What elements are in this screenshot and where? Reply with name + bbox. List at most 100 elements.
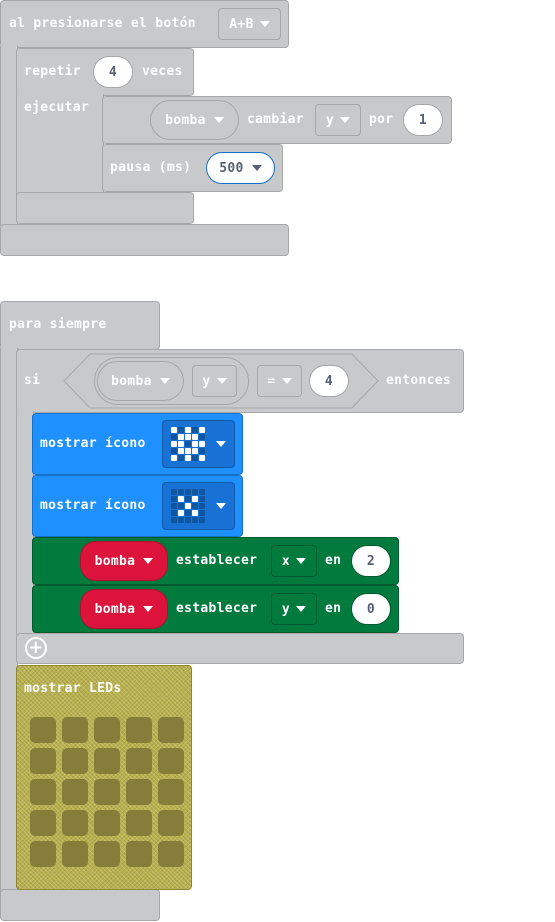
- icon-led: [171, 455, 177, 461]
- icon-led: [192, 489, 198, 495]
- icon-led: [185, 517, 191, 523]
- repeat-count-input[interactable]: 4: [93, 56, 133, 88]
- led-cell[interactable]: [94, 841, 120, 867]
- cond-sprite-dropdown[interactable]: bomba: [97, 361, 184, 401]
- icon-led: [178, 434, 184, 440]
- compare-operator-dropdown[interactable]: =: [257, 365, 302, 397]
- icon-led: [171, 489, 177, 495]
- set1-property-dropdown[interactable]: x: [271, 545, 317, 577]
- led-cell[interactable]: [62, 748, 88, 774]
- icon-led: [192, 496, 198, 502]
- led-cell[interactable]: [94, 717, 120, 743]
- set2-label: establecer: [176, 601, 258, 616]
- icon-led: [171, 503, 177, 509]
- chevron-down-icon: [296, 606, 307, 612]
- icon-led: [199, 455, 205, 461]
- led-cell[interactable]: [30, 841, 56, 867]
- change-property-dropdown[interactable]: y: [315, 104, 361, 136]
- set2-in-label: en: [325, 601, 342, 616]
- icon-led: [185, 434, 191, 440]
- set2-value-input[interactable]: 0: [351, 593, 391, 625]
- icon-preview-1: [171, 427, 205, 461]
- chevron-down-icon: [143, 558, 154, 564]
- icon-led: [199, 517, 205, 523]
- add-else-plus-icon[interactable]: +: [25, 637, 47, 659]
- show-icon-label-2: mostrar ícono: [40, 498, 146, 513]
- led-cell[interactable]: [126, 717, 152, 743]
- chevron-down-icon: [216, 503, 226, 509]
- set2-property-dropdown[interactable]: y: [271, 593, 317, 625]
- do-label: ejecutar: [24, 100, 90, 115]
- icon-led: [178, 441, 184, 447]
- icon-led: [178, 489, 184, 495]
- icon-led: [185, 427, 191, 433]
- icon-led: [171, 434, 177, 440]
- led-cell[interactable]: [62, 779, 88, 805]
- cond-property-dropdown[interactable]: y: [192, 365, 237, 397]
- set1-sprite-variable[interactable]: bomba: [80, 541, 168, 581]
- set2-sprite-variable[interactable]: bomba: [80, 589, 168, 629]
- pause-duration-dropdown[interactable]: 500: [206, 152, 275, 184]
- led-cell[interactable]: [158, 748, 184, 774]
- chevron-down-icon: [259, 21, 270, 27]
- icon-led: [178, 448, 184, 454]
- icon-led: [192, 427, 198, 433]
- if-label: si: [24, 373, 41, 388]
- icon-led: [199, 510, 205, 516]
- button-select-dropdown[interactable]: A+B: [218, 8, 281, 40]
- forever-block[interactable]: [0, 301, 160, 350]
- icon-led: [178, 503, 184, 509]
- icon-led: [192, 434, 198, 440]
- set1-in-label: en: [325, 553, 342, 568]
- led-cell[interactable]: [126, 810, 152, 836]
- led-cell[interactable]: [158, 779, 184, 805]
- icon-led: [192, 510, 198, 516]
- led-cell[interactable]: [126, 748, 152, 774]
- icon-led: [199, 434, 205, 440]
- change-label: cambiar: [247, 112, 304, 127]
- show-leds-label: mostrar LEDs: [24, 681, 122, 696]
- led-cell[interactable]: [158, 717, 184, 743]
- chevron-down-icon: [216, 378, 227, 384]
- chevron-down-icon: [159, 378, 170, 384]
- led-cell[interactable]: [158, 841, 184, 867]
- change-amount-input[interactable]: 1: [403, 104, 443, 136]
- icon-led: [171, 441, 177, 447]
- icon-led: [178, 496, 184, 502]
- sprite-variable-dropdown[interactable]: bomba: [150, 100, 239, 140]
- led-cell[interactable]: [94, 810, 120, 836]
- led-cell[interactable]: [30, 717, 56, 743]
- icon-led: [199, 448, 205, 454]
- led-cell[interactable]: [30, 779, 56, 805]
- icon-led: [199, 441, 205, 447]
- led-cell[interactable]: [126, 779, 152, 805]
- icon-led: [171, 517, 177, 523]
- icon-led: [171, 448, 177, 454]
- led-cell[interactable]: [158, 810, 184, 836]
- if-footer: [16, 633, 464, 664]
- by-label: por: [369, 112, 394, 127]
- repeat-spine: [16, 94, 104, 200]
- chevron-down-icon: [296, 558, 307, 564]
- icon-picker-1[interactable]: [162, 420, 235, 468]
- led-cell[interactable]: [62, 810, 88, 836]
- repeat-footer: [16, 192, 194, 224]
- led-cell[interactable]: [126, 841, 152, 867]
- led-cell[interactable]: [62, 841, 88, 867]
- icon-picker-2[interactable]: [162, 482, 235, 530]
- led-cell[interactable]: [62, 717, 88, 743]
- icon-led: [178, 455, 184, 461]
- icon-led: [171, 510, 177, 516]
- icon-led: [192, 455, 198, 461]
- icon-led: [199, 503, 205, 509]
- set1-value-input[interactable]: 2: [351, 545, 391, 577]
- icon-led: [185, 503, 191, 509]
- led-cell[interactable]: [94, 748, 120, 774]
- repeat-label: repetir: [24, 64, 81, 79]
- icon-led: [199, 427, 205, 433]
- compare-value-input[interactable]: 4: [309, 365, 349, 397]
- led-cell[interactable]: [94, 779, 120, 805]
- led-cell[interactable]: [30, 748, 56, 774]
- chevron-down-icon: [281, 378, 292, 384]
- led-cell[interactable]: [30, 810, 56, 836]
